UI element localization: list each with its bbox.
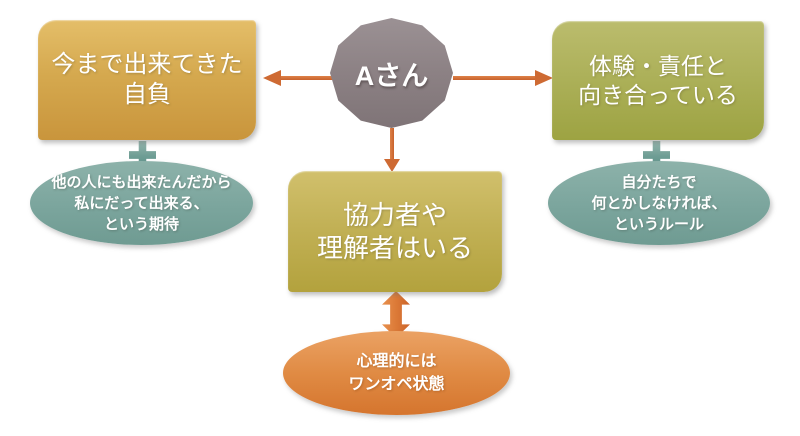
rule-ellipse: 自分たちで 何とかしなければ、 というルール — [548, 161, 770, 245]
psychological-state-ellipse: 心理的には ワンオペ状態 — [283, 331, 510, 415]
supporters-box: 協力者や 理解者はいる — [288, 171, 502, 292]
supporters-box-line2: 理解者はいる — [316, 232, 473, 263]
supporters-box-line1: 協力者や — [342, 199, 447, 230]
arrow-down-head-icon — [384, 159, 400, 172]
pride-box: 今まで出来てきた 自負 — [38, 20, 256, 140]
arrow-left-head-icon — [263, 70, 281, 86]
psychological-line1: 心理的には — [356, 353, 437, 370]
rule-line3: というルール — [613, 215, 704, 233]
expectation-line3: という期待 — [103, 215, 179, 233]
arrow-right-head-icon — [535, 70, 553, 86]
arrow-right-line — [453, 76, 536, 80]
person-node: Aさん — [330, 18, 453, 128]
rule-line2: 何とかしなければ、 — [591, 194, 727, 212]
arrow-down-line — [390, 128, 394, 160]
expectation-line2: 私にだって出来る、 — [74, 194, 209, 212]
experience-box-line1: 体験・責任と — [589, 52, 727, 79]
expectation-line1: 他の人にも出来たんだから — [51, 173, 232, 191]
pride-box-line1: 今まで出来てきた — [51, 51, 243, 78]
psychological-line2: ワンオペ状態 — [348, 376, 445, 393]
rule-line1: 自分たちで — [621, 173, 697, 191]
expectation-ellipse: 他の人にも出来たんだから 私にだって出来る、 という期待 — [30, 161, 253, 245]
arrow-left-line — [280, 76, 335, 80]
person-label: Aさん — [354, 60, 429, 91]
experience-box: 体験・責任と 向き合っている — [552, 21, 764, 140]
experience-box-line2: 向き合っている — [578, 81, 738, 108]
pride-box-line2: 自負 — [123, 81, 171, 108]
